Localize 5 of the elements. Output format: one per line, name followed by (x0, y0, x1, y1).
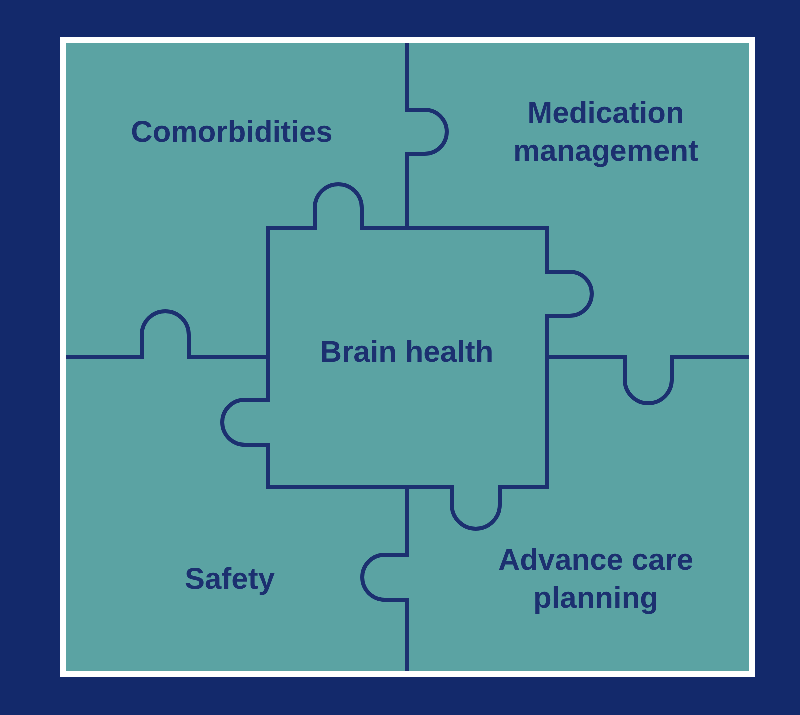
puzzle-piece-label: Medication management (466, 95, 746, 171)
puzzle-piece-label: Safety (130, 561, 330, 599)
puzzle-piece-label: Brain health (307, 334, 507, 372)
puzzle-piece-label: Advance care planning (456, 542, 736, 618)
puzzle-piece-label: Comorbidities (82, 114, 382, 152)
